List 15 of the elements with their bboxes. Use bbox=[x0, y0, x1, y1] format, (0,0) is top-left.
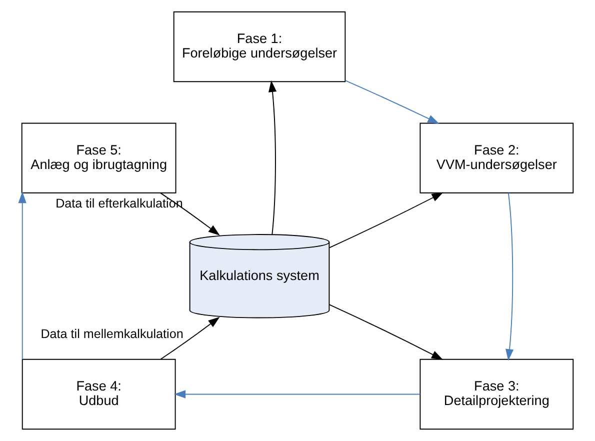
arrow bbox=[160, 192, 220, 236]
edge-label: Data til mellemkalkulation bbox=[40, 327, 184, 342]
arrow bbox=[329, 192, 444, 248]
arrow bbox=[18, 191, 26, 360]
node-box: Fase 5: Anlæg og ibrugtagning bbox=[21, 122, 176, 194]
arrow bbox=[268, 80, 277, 235]
node-box: Fase 3: Detailprojektering bbox=[420, 358, 574, 430]
arrow bbox=[174, 390, 421, 398]
node-box: Fase 2: VVM-undersøgelser bbox=[420, 122, 574, 194]
arrow bbox=[505, 192, 514, 361]
node-box: Fase 4: Udbud bbox=[22, 358, 176, 430]
arrow bbox=[344, 80, 440, 124]
node-box: Fase 1: Foreløbige undersøgelser bbox=[173, 11, 346, 82]
arrow bbox=[160, 316, 220, 360]
arrow bbox=[328, 304, 444, 360]
